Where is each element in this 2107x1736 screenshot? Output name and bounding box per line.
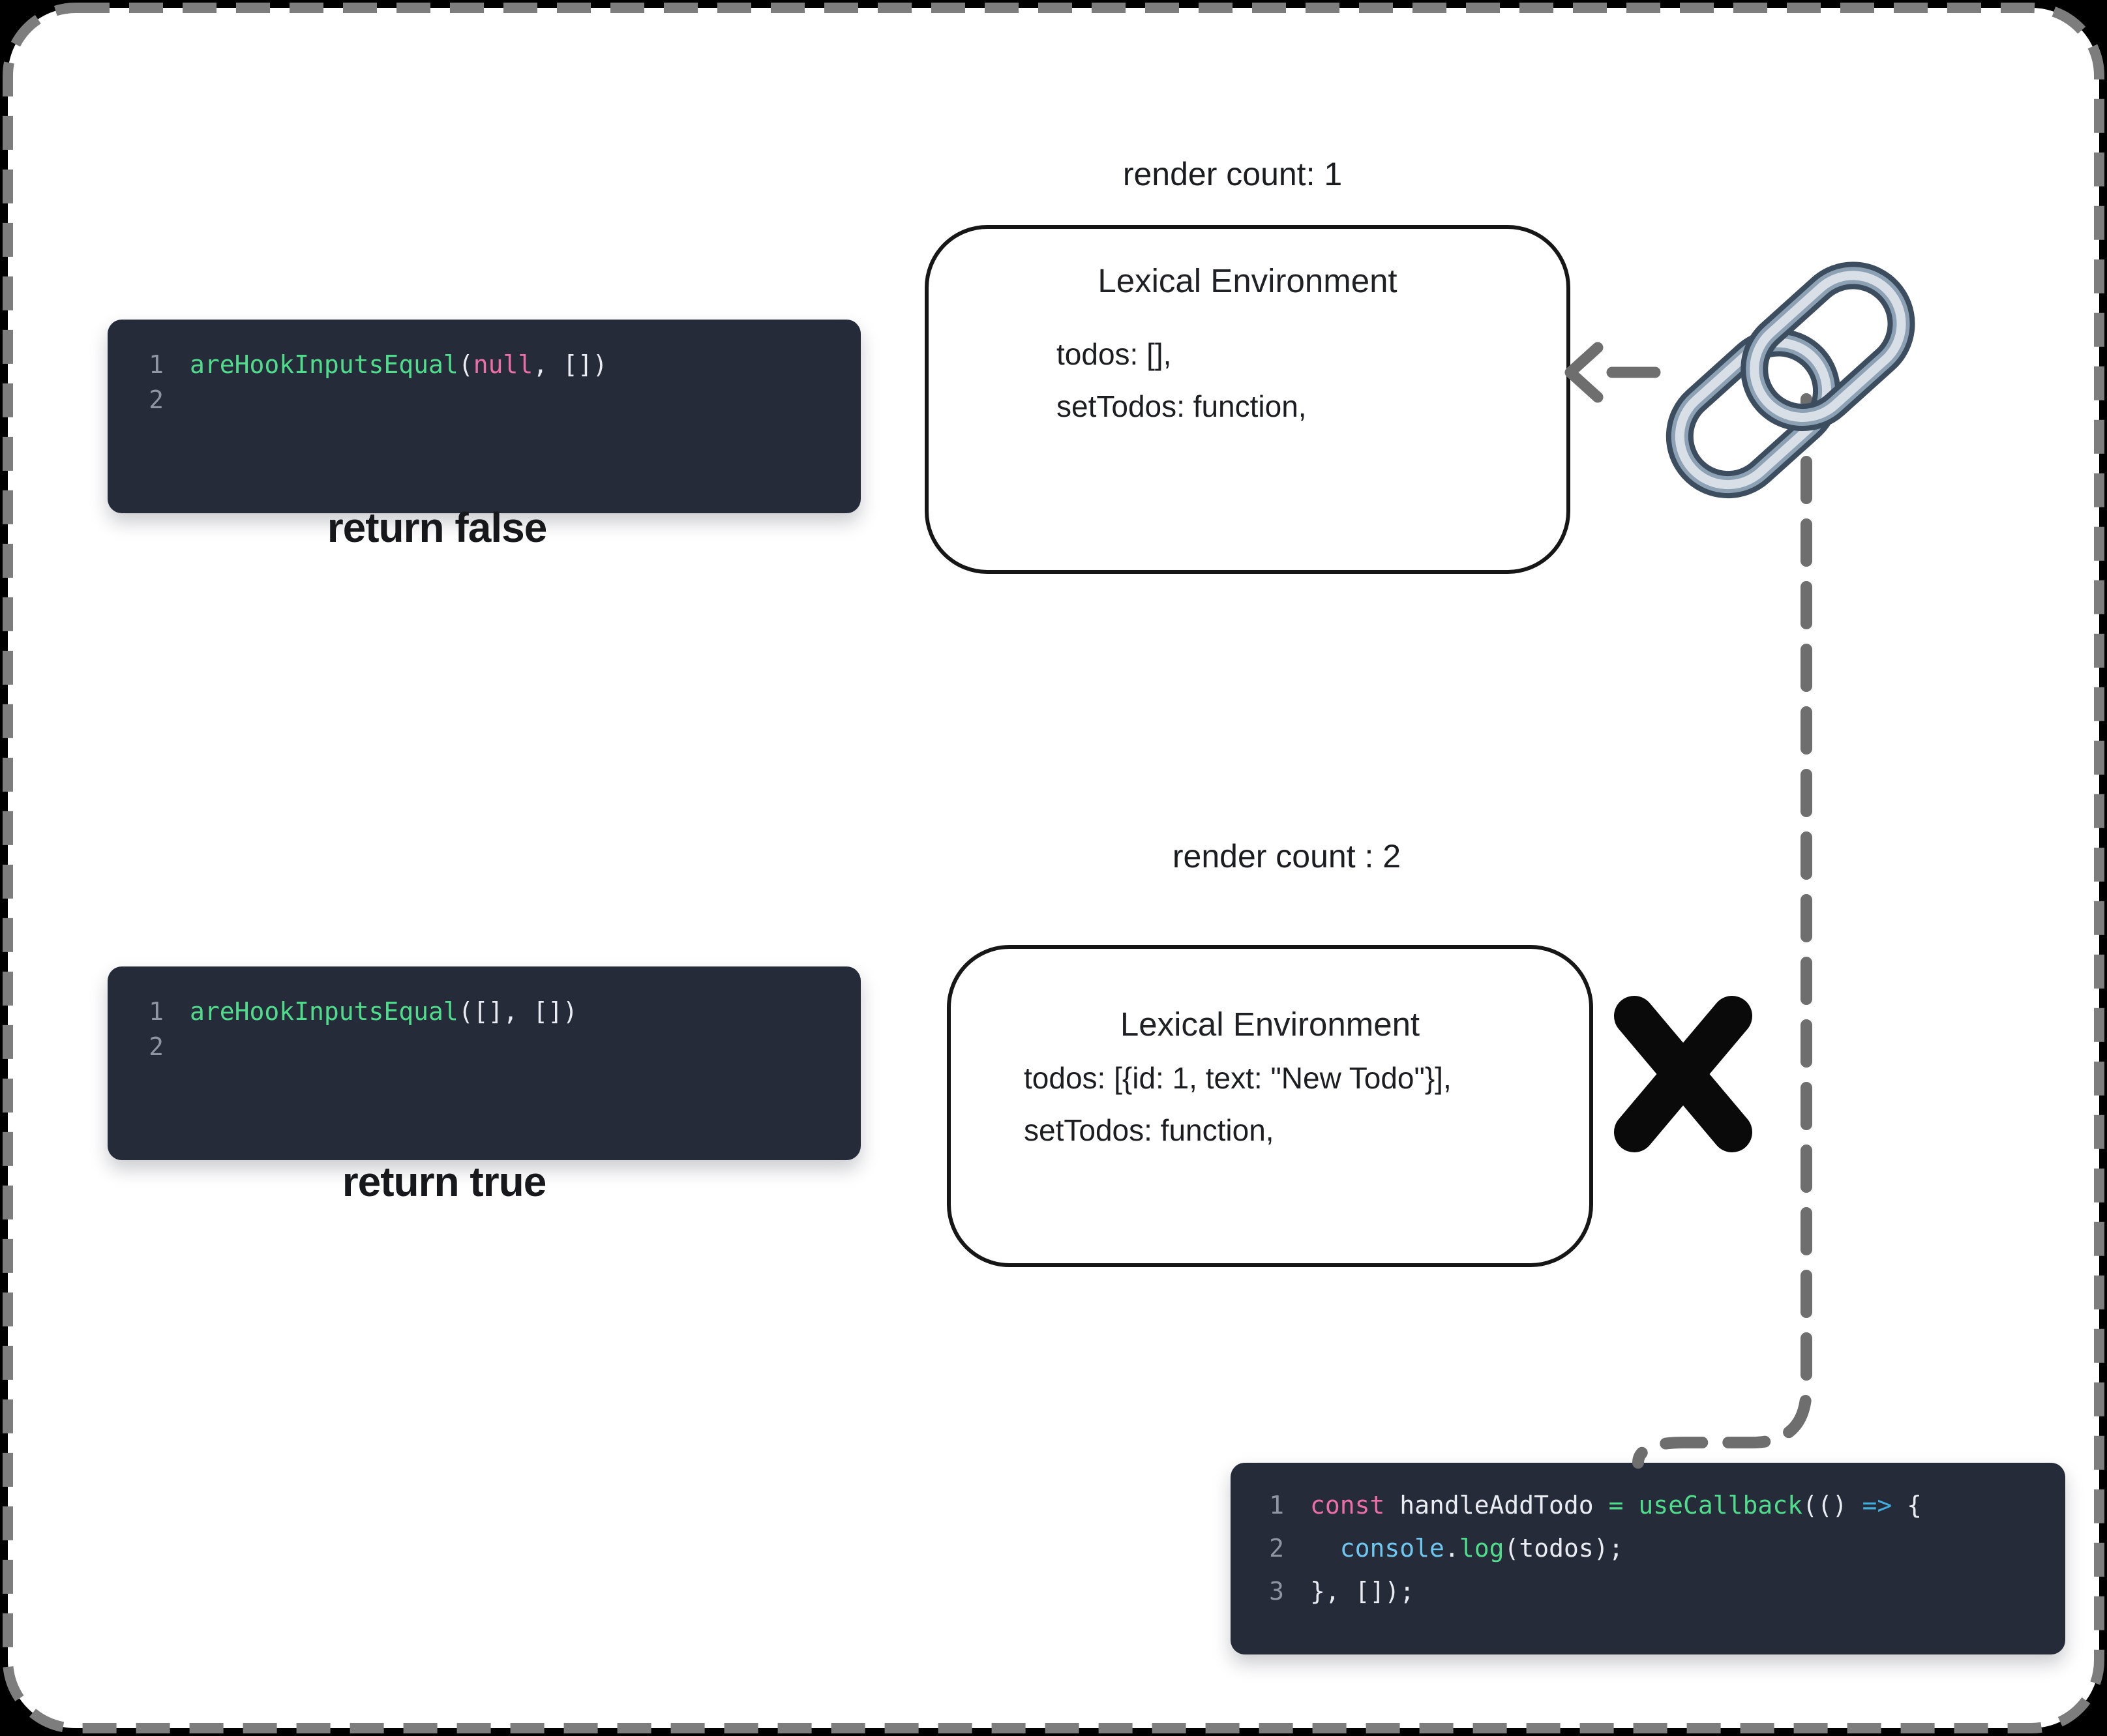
env-entry-settodos: setTodos: function,	[1024, 1113, 1274, 1147]
code-block-are-hook-inputs-equal-1: 1 areHookInputsEqual(null, []) 2	[108, 320, 861, 513]
code-text: console.log(todos);	[1339, 1534, 1624, 1563]
chain-link-icon	[1666, 262, 1915, 499]
render-count-2-label: render count : 2	[1172, 838, 1401, 875]
code-line: 2	[108, 382, 861, 417]
lexical-environment-title: Lexical Environment	[1120, 1006, 1420, 1043]
code-block-are-hook-inputs-equal-2: 1 areHookInputsEqual([], []) 2	[108, 966, 861, 1160]
line-number: 1	[1269, 1491, 1284, 1519]
line-number: 2	[149, 1032, 164, 1061]
line-number: 3	[1269, 1577, 1284, 1606]
env-entry-settodos: setTodos: function,	[1056, 389, 1307, 423]
lexical-environment-entries: todos: [], setTodos: function,	[1056, 328, 1307, 432]
code-line: 3 }, []);	[1231, 1570, 2065, 1613]
line-number: 2	[1269, 1534, 1284, 1563]
line-number: 1	[149, 997, 164, 1026]
lexical-environment-box-1: Lexical Environment todos: [], setTodos:…	[925, 225, 1570, 574]
code-line: 1 const handleAddTodo = useCallback(() =>…	[1231, 1484, 2065, 1527]
return-false-label: return false	[327, 504, 548, 551]
code-text: areHookInputsEqual(null, [])	[190, 350, 608, 379]
arrow-left-icon	[1564, 342, 1661, 403]
lexical-environment-title: Lexical Environment	[1098, 262, 1397, 299]
code-line: 2 console.log(todos);	[1231, 1527, 2065, 1570]
render-count-1-label: render count: 1	[1122, 156, 1343, 192]
code-line: 1 areHookInputsEqual([], [])	[108, 994, 861, 1029]
return-true-label: return true	[342, 1158, 547, 1205]
code-text: }, []);	[1310, 1577, 1415, 1606]
env-entry-todos: todos: [{id: 1, text: "New Todo"}],	[1024, 1061, 1452, 1095]
code-line: 2	[108, 1029, 861, 1064]
line-number: 2	[149, 385, 164, 414]
code-line: 1 areHookInputsEqual(null, [])	[108, 347, 861, 382]
lexical-environment-box-2: Lexical Environment todos: [{id: 1, text…	[947, 945, 1593, 1267]
code-text: const handleAddTodo = useCallback(() => …	[1310, 1491, 1922, 1519]
dashed-connector-line	[1632, 393, 1812, 1469]
code-block-use-callback: 1 const handleAddTodo = useCallback(() =>…	[1231, 1463, 2065, 1654]
x-mark-icon	[1614, 996, 1752, 1152]
lexical-environment-entries: todos: [{id: 1, text: "New Todo"}], setT…	[1024, 1052, 1452, 1156]
code-text: areHookInputsEqual([], [])	[190, 997, 578, 1026]
env-entry-todos: todos: [],	[1056, 337, 1172, 371]
line-number: 1	[149, 350, 164, 379]
